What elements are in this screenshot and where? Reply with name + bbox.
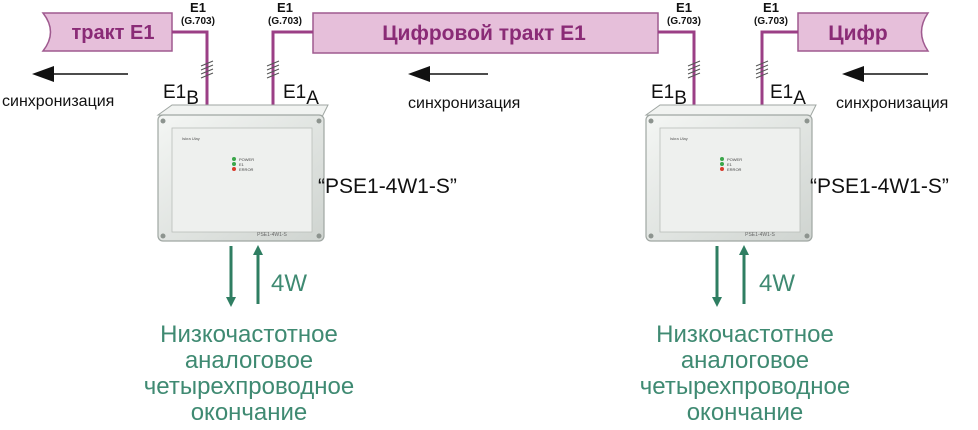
svg-text:окончание: окончание bbox=[687, 399, 804, 425]
device-left-brand: Iskra Ulay bbox=[182, 136, 200, 141]
termination-left: Низкочастотное аналоговое четырехпроводн… bbox=[144, 321, 354, 426]
device-left-panel-model: PSE1-4W1-S bbox=[257, 232, 287, 238]
svg-text:аналоговое: аналоговое bbox=[185, 347, 313, 374]
band-left: тракт Е1 bbox=[41, 12, 173, 52]
termination-right: Низкочастотное аналоговое четырехпроводн… bbox=[640, 321, 850, 426]
led-error-icon bbox=[232, 167, 236, 171]
svg-text:ERROR: ERROR bbox=[727, 167, 742, 172]
interface-3-name: E1 bbox=[676, 0, 692, 15]
svg-text:Низкочастотное: Низкочастотное bbox=[656, 321, 834, 348]
sync-label-right: синхронизация bbox=[836, 95, 948, 112]
sync-label-center: синхронизация bbox=[408, 95, 520, 112]
svg-text:окончание: окончание bbox=[191, 399, 308, 425]
link-2-line bbox=[271, 30, 313, 105]
device-right: Iskra Ulay POWER E1 ERROR PSE1-4W1-S bbox=[644, 104, 817, 242]
svg-text:POWER: POWER bbox=[239, 157, 254, 162]
sync-labels: синхронизация синхронизация синхронизаци… bbox=[2, 93, 948, 112]
device-right-brand: Iskra Ulay bbox=[670, 136, 688, 141]
cable-marks bbox=[200, 60, 769, 79]
band-right-label: Цифр bbox=[828, 22, 887, 45]
port-4-label: E1A bbox=[770, 82, 806, 109]
band-left-label: тракт Е1 bbox=[72, 22, 155, 44]
port-2-label: E1A bbox=[283, 82, 319, 109]
interface-2-name: E1 bbox=[277, 0, 293, 15]
svg-text:ERROR: ERROR bbox=[239, 167, 254, 172]
sync-arrow-head-center bbox=[408, 66, 430, 82]
e1-links bbox=[172, 30, 798, 105]
port-1-label: E1B bbox=[163, 82, 199, 109]
band-center: Цифровой тракт Е1 bbox=[312, 12, 659, 54]
link-4-line bbox=[760, 30, 798, 105]
interface-2-std: (G.703) bbox=[268, 16, 302, 27]
led-e1-icon bbox=[720, 162, 724, 166]
interface-1-name: E1 bbox=[190, 0, 206, 15]
svg-text:аналоговое: аналоговое bbox=[681, 347, 809, 374]
fourwire-left-label: 4W bbox=[271, 270, 307, 297]
sync-arrow-head-right bbox=[842, 66, 864, 82]
interface-4-std: (G.703) bbox=[754, 16, 788, 27]
device-right-panel-model: PSE1-4W1-S bbox=[745, 232, 775, 238]
svg-text:POWER: POWER bbox=[727, 157, 742, 162]
sync-arrow-head-left bbox=[32, 66, 54, 82]
port-3-label: E1B bbox=[651, 82, 687, 109]
led-power-icon bbox=[720, 157, 724, 161]
interface-1-std: (G.703) bbox=[181, 16, 215, 27]
interface-labels: E1 (G.703) E1 (G.703) E1 (G.703) E1 (G.7… bbox=[181, 0, 788, 27]
link-1-line bbox=[172, 30, 209, 105]
led-power-icon bbox=[232, 157, 236, 161]
band-center-label: Цифровой тракт Е1 bbox=[382, 22, 586, 45]
sync-arrows bbox=[32, 66, 928, 82]
fourwire-arrows bbox=[226, 245, 749, 307]
led-error-icon bbox=[720, 167, 724, 171]
device-left: Iskra Ulay POWER E1 ERROR PSE1-4W1-S bbox=[156, 104, 329, 242]
band-right: Цифр bbox=[797, 12, 930, 52]
svg-text:четырехпроводное: четырехпроводное bbox=[640, 373, 850, 400]
fourwire-right-label: 4W bbox=[759, 270, 795, 297]
svg-text:E1: E1 bbox=[239, 162, 245, 167]
port-labels: E1B E1A E1B E1A bbox=[163, 82, 806, 109]
svg-text:четырехпроводное: четырехпроводное bbox=[144, 373, 354, 400]
device-left-model-label: “PSE1-4W1-S” bbox=[318, 175, 457, 198]
link-3-line bbox=[658, 30, 696, 105]
sync-label-left: синхронизация bbox=[2, 93, 114, 110]
svg-text:E1: E1 bbox=[727, 162, 733, 167]
interface-4-name: E1 bbox=[763, 0, 779, 15]
device-right-model-label: “PSE1-4W1-S” bbox=[810, 175, 949, 198]
interface-3-std: (G.703) bbox=[667, 16, 701, 27]
svg-text:Низкочастотное: Низкочастотное bbox=[160, 321, 338, 348]
led-e1-icon bbox=[232, 162, 236, 166]
